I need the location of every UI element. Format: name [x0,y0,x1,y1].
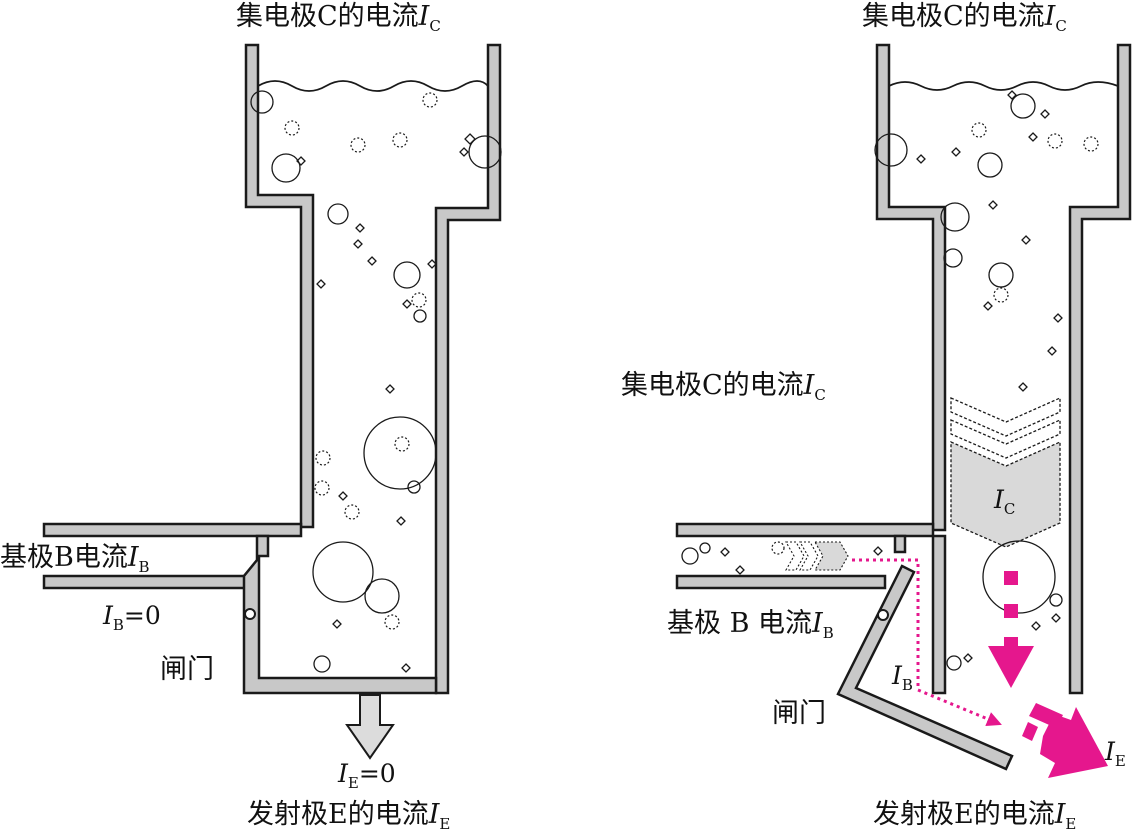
left-gate-hinge [244,608,256,620]
right-gate-label: 闸门 [772,698,826,729]
left-bottom-label: 发射极E的电流IE [247,799,450,833]
right-base-pipe-bottom [675,574,887,590]
left-bubbles [250,90,502,673]
right-base-label: 基极 B 电流IB [667,608,834,642]
right-gate-stub [893,534,907,554]
left-ie-label: IE=0 [337,759,396,792]
right-bubbles [681,90,1099,671]
right-tank-wall-right [1068,43,1132,695]
left-gate-label: 闸门 [160,654,214,685]
right-tank-wall-left [875,43,947,532]
left-panel [42,43,502,760]
left-base-label: 基极B电流IB [0,542,150,576]
left-ib-label: IB=0 [102,601,161,634]
right-ie-arrow [1022,703,1108,778]
left-tank-wall-left [244,43,315,529]
right-panel [675,43,1132,778]
right-water-surface [888,81,1119,91]
right-gate-hinge [877,609,889,621]
left-gate [242,534,438,695]
right-base-chevrons [785,541,849,571]
right-inner-wall [931,534,947,695]
left-base-pipe-top [42,522,303,538]
right-base-pipe-top [675,522,935,538]
left-base-pipe-bottom [42,574,249,590]
right-chevrons [950,396,1061,548]
right-ib-label: IB [891,661,913,694]
left-outlet-arrow [345,694,395,760]
right-bottom-label: 发射极E的电流IE [873,799,1076,833]
right-ie-label: IE [1104,737,1126,770]
right-chevron-label: IC [993,485,1015,518]
left-top-label: 集电极C的电流IC [236,1,441,35]
left-tank-wall-right [434,43,502,695]
right-gate [836,564,1014,771]
right-top-label: 集电极C的电流IC [862,1,1067,35]
right-ic-arrow [988,571,1034,688]
right-mid-label: 集电极C的电流IC [621,370,826,404]
left-water-surface [257,80,489,92]
